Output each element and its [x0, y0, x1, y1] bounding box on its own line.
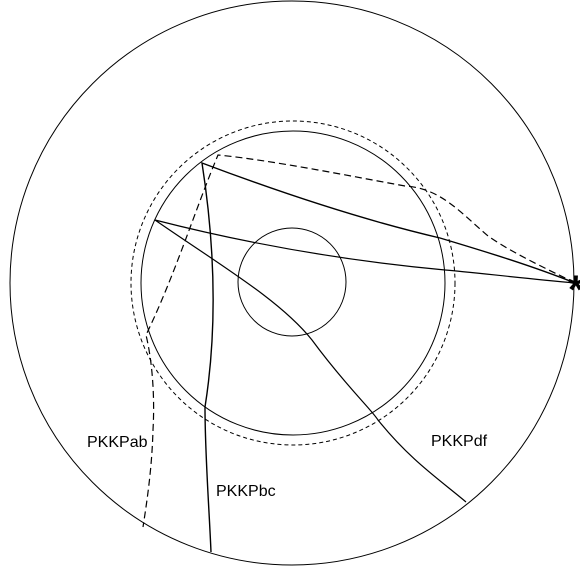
pkkpbc-label: PKKPbc [216, 483, 276, 500]
pkkpab-label: PKKPab [87, 434, 148, 451]
pkkpdf-label: PKKPdf [431, 433, 488, 450]
d-double-prime-circle [131, 121, 455, 445]
inner-core-circle [238, 228, 346, 336]
source-marker: * [568, 268, 580, 312]
earth-surface-circle [10, 1, 574, 565]
core-mantle-boundary-circle [141, 131, 445, 435]
